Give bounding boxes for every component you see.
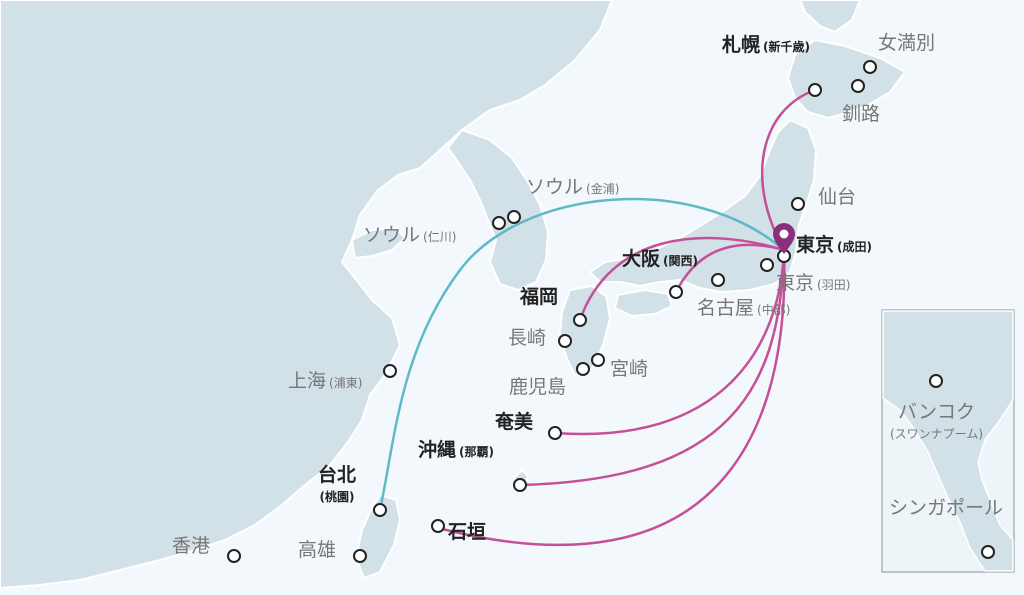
- continent-land: [0, 0, 613, 589]
- route-ishigaki: [436, 248, 786, 547]
- sakhalin: [799, 0, 861, 33]
- airport-dot-osaka: [669, 285, 683, 299]
- airport-dot-miyazaki: [591, 353, 605, 367]
- airport-dot-nagoya: [711, 273, 725, 287]
- label-sendai: 仙台: [818, 186, 857, 208]
- label-okinawa: 沖縄(那覇): [418, 439, 494, 461]
- airport-dots: [227, 60, 995, 563]
- airport-dot-taipei: [373, 503, 387, 517]
- hokkaido: [787, 39, 906, 119]
- label-seoul-gimpo: ソウル(金浦): [526, 176, 620, 198]
- airport-dot-ishigaki: [431, 519, 445, 533]
- hub-pin-icon: [773, 223, 795, 263]
- label-amami: 奄美: [495, 411, 534, 433]
- inset-land: [882, 310, 1014, 572]
- label-singapore: シンガポール: [889, 497, 1004, 519]
- route-amami: [553, 248, 786, 436]
- route-seoul-gimpo: [378, 197, 786, 512]
- label-memanbetsu: 女満別: [878, 32, 936, 54]
- shikoku: [614, 289, 673, 317]
- label-tokyo-haneda: 東京(羽田): [776, 272, 851, 294]
- airport-dot-memanbetsu: [863, 60, 877, 74]
- label-fukuoka: 福岡: [520, 286, 559, 308]
- airport-dot-seoul-incheon: [492, 216, 506, 230]
- label-bangkok: バンコク(スワンナプーム): [890, 401, 984, 441]
- korean-peninsula: [447, 129, 549, 291]
- label-kushiro: 釧路: [842, 103, 881, 125]
- airport-dot-seoul-gimpo: [507, 210, 521, 224]
- map-pin-hole: [779, 229, 789, 239]
- route-fukuoka: [578, 236, 786, 322]
- routes: [378, 88, 817, 547]
- label-miyazaki: 宮崎: [610, 358, 649, 380]
- honshu: [589, 119, 817, 293]
- airport-dot-hongkong: [227, 549, 241, 563]
- route-sapporo: [760, 88, 817, 252]
- label-taipei: 台北(桃園): [318, 464, 357, 504]
- label-ishigaki: 石垣: [448, 521, 487, 543]
- airport-dot-kaohsiung: [353, 549, 367, 563]
- label-seoul-incheon: ソウル(仁川): [363, 224, 457, 246]
- label-shanghai: 上海(浦東): [288, 370, 363, 392]
- label-kaohsiung: 高雄: [298, 539, 337, 561]
- airport-dot-okinawa: [513, 478, 527, 492]
- label-kagoshima: 鹿児島: [509, 376, 567, 398]
- route-okinawa: [518, 248, 786, 487]
- label-hongkong: 香港: [172, 535, 211, 557]
- taiwan: [355, 494, 401, 579]
- airport-dot-haneda: [760, 258, 774, 272]
- airport-dot-kushiro: [851, 79, 865, 93]
- airport-dot-fukuoka: [573, 313, 587, 327]
- airport-dot-sapporo: [808, 83, 822, 97]
- label-osaka: 大阪(関西): [622, 248, 698, 270]
- airport-dot-sendai: [791, 197, 805, 211]
- airport-dot-nagasaki: [558, 334, 572, 348]
- label-tokyo-narita: 東京(成田): [796, 234, 872, 256]
- airport-dot-bangkok: [929, 374, 943, 388]
- inset-map: [881, 309, 1015, 573]
- airport-dot-singapore: [981, 545, 995, 559]
- airport-dot-amami: [548, 426, 562, 440]
- shandong-peninsula: [351, 227, 406, 259]
- label-nagasaki: 長崎: [508, 327, 547, 349]
- label-nagoya: 名古屋(中部): [697, 297, 791, 319]
- label-sapporo: 札幌(新千歳): [722, 34, 810, 56]
- airport-dot-shanghai: [383, 364, 397, 378]
- airport-dot-kagoshima: [576, 362, 590, 376]
